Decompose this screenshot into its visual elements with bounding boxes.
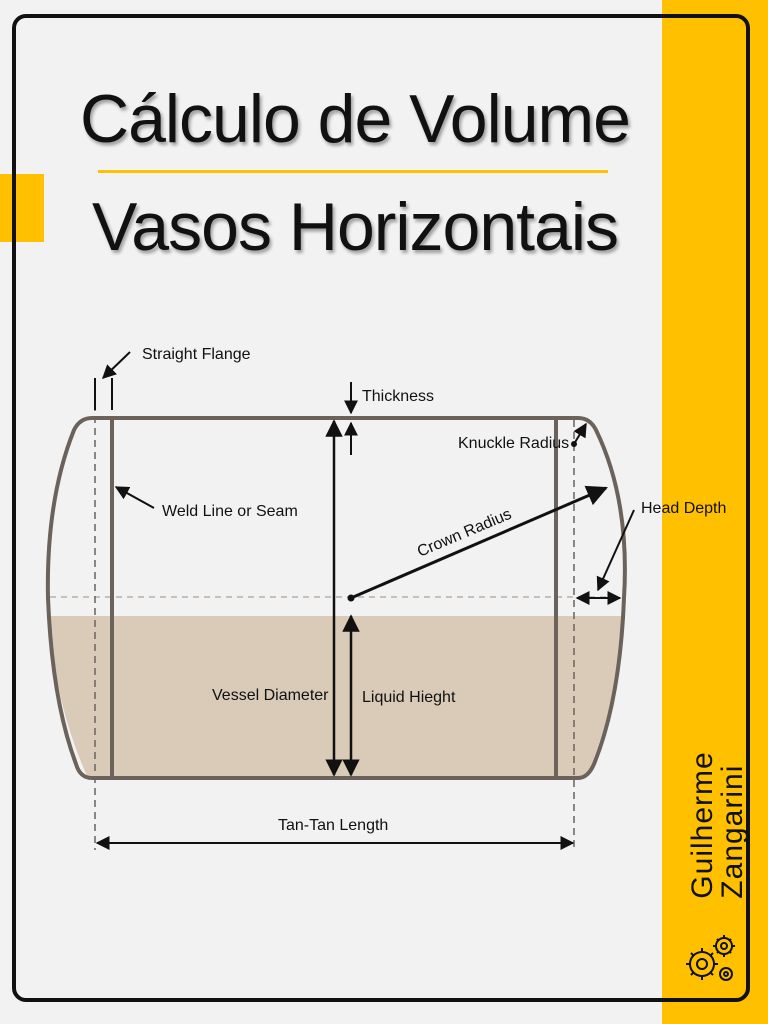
brand-name: Guilherme Zangarini [686,751,749,899]
knuckle-radius-label: Knuckle Radius [458,435,569,452]
brand-name-line-2: Zangarini [716,764,749,899]
tan-tan-label: Tan-Tan Length [278,817,388,834]
knuckle-radius-arrow [573,422,587,445]
knuckle-radius-dot [571,441,577,447]
crown-radius-arrow [350,485,608,600]
crown-radius-center-dot [347,594,355,602]
slide-frame [12,14,750,1002]
vessel-diameter-label: Vessel Diameter [212,687,329,704]
head-depth-label: Head Depth [641,500,726,517]
title-divider [98,170,608,173]
vessel-outline [45,416,627,780]
head-depth-leader [596,509,635,592]
liquid-fill [47,616,625,778]
accent-side-band [662,0,768,1024]
brand-block: Guilherme Zangarini [678,720,758,930]
title-line-2: Vasos Horizontais [92,189,619,265]
title-line-1: Cálculo de Volume [79,81,631,157]
thickness-label: Thickness [362,388,434,405]
straight-flange-arrow [101,351,131,379]
gears-icon [686,935,735,981]
accent-left-tab [0,174,44,242]
brand-name-line-1: Guilherme [686,751,719,899]
liquid-height-label: Liquid Hieght [362,689,456,706]
straight-flange-label: Straight Flange [142,346,251,363]
weld-line-label: Weld Line or Seam [162,503,298,520]
weld-line-arrow [114,486,155,509]
